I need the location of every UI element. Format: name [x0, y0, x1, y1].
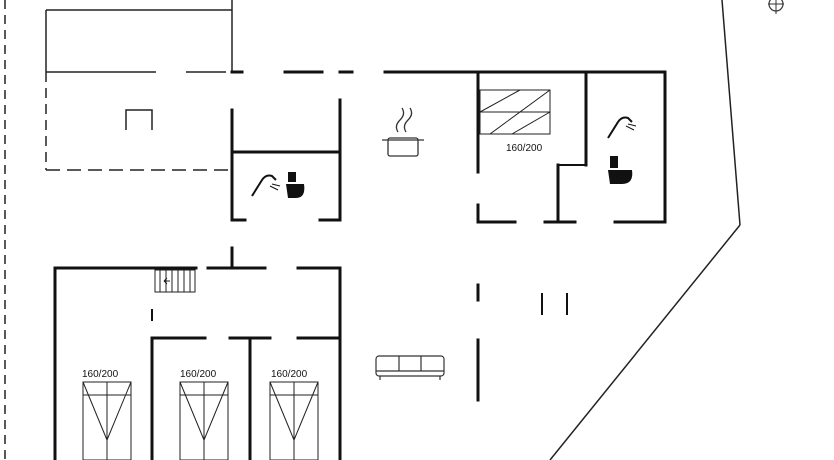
plot-boundary-right [721, 0, 741, 226]
bed-label-middle: 160/200 [180, 369, 217, 380]
bed-middle [179, 381, 229, 460]
shower-icon [251, 174, 281, 197]
terrace-area [45, 0, 233, 171]
bed-right [269, 381, 319, 460]
plot-boundary-diagonal [549, 224, 741, 460]
shower-icon [607, 116, 637, 139]
compass-icon [768, 0, 784, 14]
bed-label-upper-right: 160/200 [506, 143, 543, 154]
bed-upper-right [479, 89, 551, 135]
house-walls [230, 70, 667, 402]
bed-left [82, 381, 132, 460]
bed-label-right: 160/200 [271, 369, 308, 380]
toilet-icon [286, 172, 305, 198]
bed-label-left: 160/200 [82, 369, 119, 380]
fireplace-icon [125, 109, 153, 130]
toilet-icon [608, 156, 633, 184]
stairs-icon [154, 269, 196, 293]
stove-pot-icon [382, 107, 424, 157]
lower-wing-walls [53, 266, 342, 460]
sofa-icon [375, 355, 445, 380]
